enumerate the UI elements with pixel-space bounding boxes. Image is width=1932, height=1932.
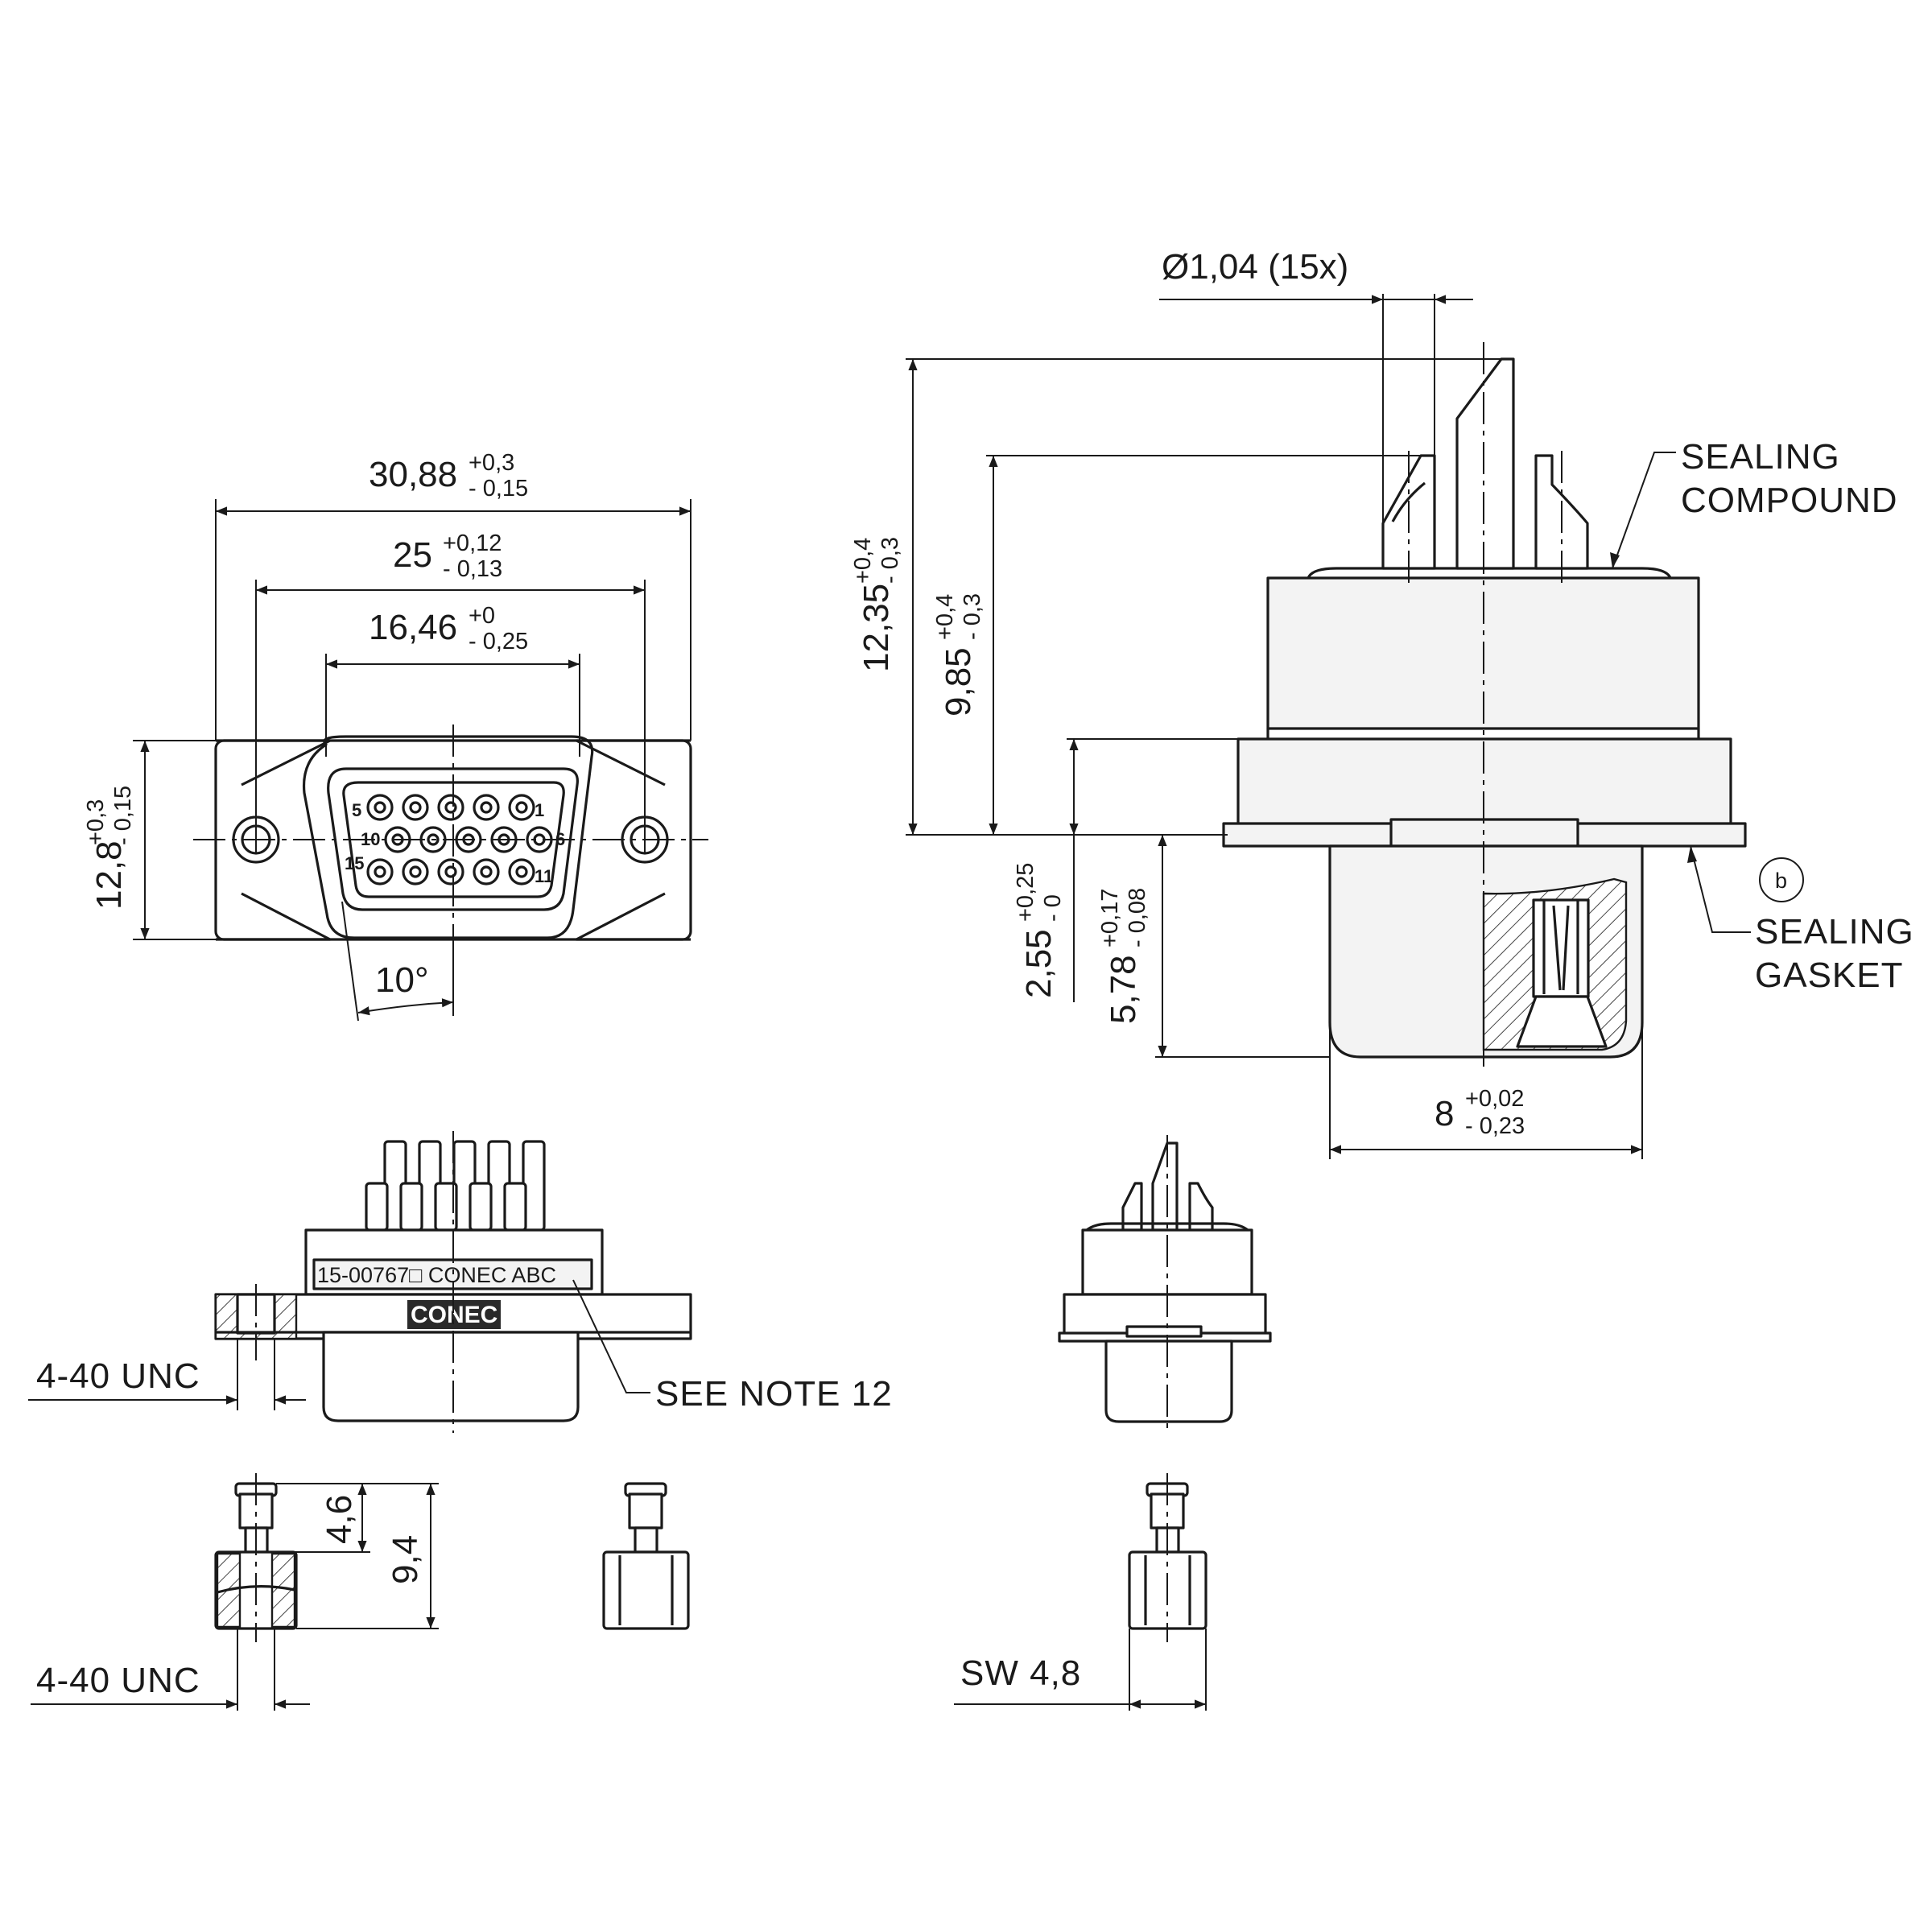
- svg-text:COMPOUND: COMPOUND: [1681, 481, 1898, 520]
- svg-text:+0,3: +0,3: [469, 450, 514, 476]
- svg-text:+0,3: +0,3: [83, 799, 109, 845]
- svg-text:+0: +0: [469, 603, 495, 629]
- label-sealing-compound: SEALING COMPOUND: [1681, 437, 1898, 520]
- standoff-left: [214, 1473, 298, 1642]
- svg-text:- 0,23: - 0,23: [1465, 1113, 1525, 1139]
- dim-angle: 10°: [375, 960, 429, 1000]
- svg-text:5,78: 5,78: [1104, 955, 1143, 1024]
- svg-text:- 0,15: - 0,15: [110, 786, 136, 845]
- standoff-middle: [602, 1482, 690, 1630]
- svg-text:+0,02: +0,02: [1465, 1086, 1524, 1112]
- svg-text:25: 25: [393, 535, 432, 575]
- svg-text:+0,17: +0,17: [1097, 889, 1123, 947]
- svg-text:+0,25: +0,25: [1013, 863, 1038, 922]
- label-sealing-gasket: SEALING GASKET: [1755, 912, 1914, 995]
- thread-label-top: 4-40 UNC: [36, 1356, 200, 1396]
- dim-wrench-size: SW 4,8: [960, 1653, 1081, 1693]
- small-side-view: [1058, 1135, 1272, 1433]
- front-view: 5 1 10 6 15 11 30,88 +0,3 - 0,15 25 +0,1…: [83, 450, 708, 1022]
- svg-text:SEALING: SEALING: [1681, 437, 1840, 477]
- bottom-view-pins: [365, 1140, 546, 1232]
- callout-b: [1759, 857, 1804, 902]
- svg-text:- 0,3: - 0,3: [877, 537, 903, 584]
- svg-text:GASKET: GASKET: [1755, 956, 1904, 995]
- svg-text:8: 8: [1435, 1094, 1454, 1133]
- front-shell-inner: [327, 767, 579, 911]
- pin-label-5: 5: [352, 800, 361, 820]
- dim-shell-depth: 5,78 +0,17 - 0,08: [1097, 888, 1150, 1024]
- dim-hole-spacing: 25 +0,12 - 0,13: [393, 530, 502, 582]
- dim-total-length: 9,4: [386, 1535, 425, 1584]
- svg-text:CONEC: CONEC: [411, 1302, 497, 1328]
- svg-text:- 0,25: - 0,25: [469, 629, 528, 654]
- svg-text:9,85: 9,85: [939, 647, 978, 716]
- dim-flange-offset: 2,55 +0,25 - 0: [1013, 863, 1066, 998]
- dim-overall-width: 30,88 +0,3 - 0,15: [369, 450, 528, 502]
- front-shell-outer: [302, 735, 594, 939]
- svg-text:- 0,15: - 0,15: [469, 476, 528, 502]
- dim-shell-width: 16,46 +0 - 0,25: [369, 603, 528, 654]
- svg-text:b: b: [1775, 869, 1787, 893]
- dim-pin-diameter: Ø1,04 (15x): [1162, 247, 1348, 287]
- pin-label-10: 10: [361, 829, 380, 849]
- part-marking: 15-00767□ CONEC ABC: [317, 1263, 556, 1287]
- svg-text:+0,4: +0,4: [932, 594, 958, 640]
- thread-label-bottom: 4-40 UNC: [36, 1661, 200, 1700]
- svg-text:30,88: 30,88: [369, 455, 457, 494]
- svg-text:16,46: 16,46: [369, 608, 457, 647]
- bottom-lower-shell: [322, 1331, 580, 1422]
- svg-text:+0,4: +0,4: [850, 538, 876, 584]
- pin-label-11: 11: [535, 866, 553, 886]
- svg-text:SEALING: SEALING: [1755, 912, 1914, 952]
- dim-total-height: 12,35 +0,4 - 0,3: [850, 537, 903, 672]
- svg-text:- 0,13: - 0,13: [443, 556, 502, 582]
- contact-pins: [366, 794, 553, 886]
- svg-text:- 0,3: - 0,3: [960, 593, 985, 640]
- svg-text:+0,12: +0,12: [443, 530, 502, 556]
- see-note-label: SEE NOTE 12: [655, 1374, 893, 1414]
- side-pin-center: [1455, 357, 1515, 570]
- svg-text:2,55: 2,55: [1019, 929, 1059, 998]
- svg-text:- 0: - 0: [1040, 894, 1066, 922]
- dim-pin-height: 9,85 +0,4 - 0,3: [932, 593, 985, 716]
- side-view: Ø1,04 (15x) 12,35 +0,4 - 0,3 9,85 +0,4 -…: [850, 247, 1914, 1159]
- dim-thread-length: 4,6: [320, 1495, 359, 1544]
- dim-side-shell-width: 8 +0,02 - 0,23: [1435, 1086, 1525, 1139]
- pin-label-6: 6: [555, 829, 565, 849]
- bottom-view: 15-00767□ CONEC ABC CONEC 4-40 UNC SEE N…: [28, 1131, 893, 1433]
- pin-label-1: 1: [535, 800, 544, 820]
- dim-height: 12,8 +0,3 - 0,15: [83, 786, 136, 910]
- svg-text:12,8: 12,8: [89, 840, 129, 910]
- svg-text:12,35: 12,35: [857, 584, 896, 672]
- pin-label-15: 15: [345, 853, 364, 873]
- svg-text:- 0,08: - 0,08: [1125, 888, 1150, 947]
- standoff-right: [1128, 1473, 1208, 1642]
